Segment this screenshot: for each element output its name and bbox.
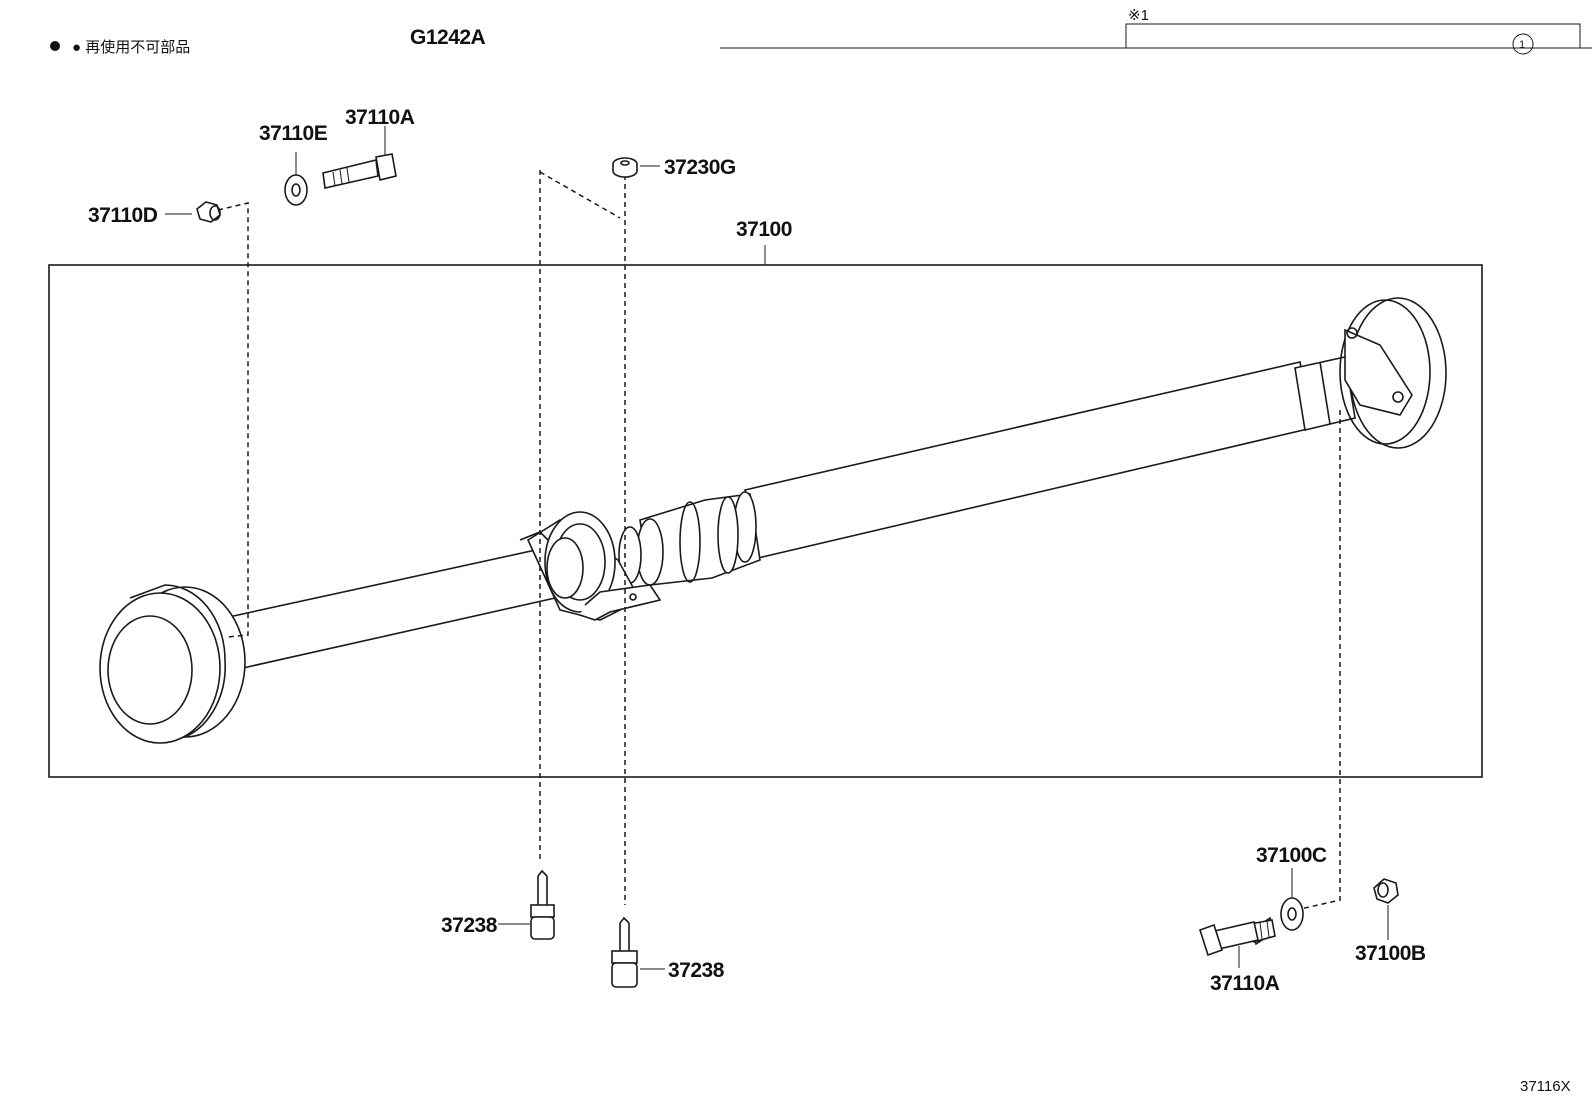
front-flange	[99, 584, 246, 744]
label-37100B[interactable]: 37100B	[1355, 942, 1426, 965]
nut-37100B: 37100B	[1355, 878, 1426, 965]
bullet-icon	[50, 41, 60, 51]
bearing-bracket	[579, 584, 662, 621]
stud-bolt-icon	[611, 962, 638, 988]
front-tube	[214, 547, 556, 673]
washer-37100C: 37100C	[1256, 844, 1327, 931]
label-37100C[interactable]: 37100C	[1256, 844, 1327, 867]
bolt-icon	[322, 159, 379, 189]
bolt-37238-left: 37238	[441, 869, 555, 940]
reference-box	[1125, 23, 1581, 48]
label-37110A-bottom[interactable]: 37110A	[1210, 972, 1280, 995]
bolt-37110A-bottom: 37110A	[1199, 916, 1280, 995]
label-37230G[interactable]: 37230G	[664, 156, 736, 179]
propeller-shaft	[99, 297, 1447, 744]
label-37110D[interactable]: 37110D	[88, 204, 158, 227]
figure-code: 37116X	[1520, 1078, 1571, 1095]
label-37238-right[interactable]: 37238	[668, 959, 725, 982]
washer-icon	[284, 174, 308, 206]
diagram-code: G1242A	[410, 26, 486, 49]
reference-mark: ※1	[1128, 7, 1149, 24]
stud-bolt-icon	[530, 916, 555, 940]
rear-flange	[1339, 297, 1447, 449]
header-note: ● 再使用不可部品	[72, 39, 190, 56]
header: ● 再使用不可部品 G1242A ※1 1	[50, 7, 1592, 56]
circle-number-icon	[1512, 33, 1534, 55]
label-37238-left[interactable]: 37238	[441, 914, 498, 937]
washer-icon	[1280, 897, 1304, 931]
cushion-37230G: 37230G	[612, 156, 736, 179]
circle-number: 1	[1519, 39, 1525, 51]
nut-37110D: 37110D	[88, 201, 221, 227]
label-37100[interactable]: 37100	[736, 218, 792, 241]
label-37110E[interactable]: 37110E	[259, 122, 328, 145]
washer-37110E: 37110E	[259, 122, 328, 206]
label-37110A-top[interactable]: 37110A	[345, 106, 415, 129]
rear-tube	[744, 361, 1313, 559]
center-bearing	[519, 511, 662, 621]
bolt-37238-right: 37238	[611, 916, 725, 988]
bolt-37110A-top: 37110A	[322, 106, 415, 189]
assembly-lines	[217, 170, 1341, 911]
